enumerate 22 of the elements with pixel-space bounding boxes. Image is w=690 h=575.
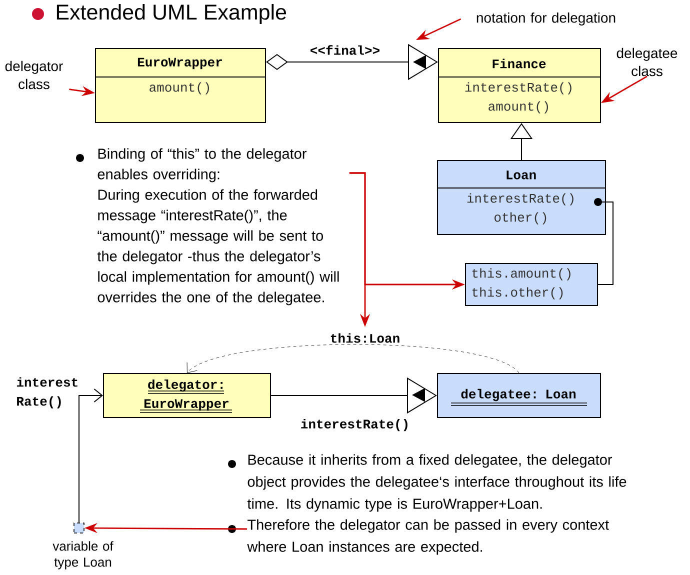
class-box: Finance interestRate() amount(): [438, 48, 601, 123]
annotation: delegator class: [5, 60, 63, 90]
edge-label: interestRate(): [299, 418, 411, 432]
variable-box: [74, 522, 84, 534]
annotation: notation for delegation: [476, 12, 616, 26]
edge-label: interest Rate(): [16, 377, 78, 408]
code-box: this.amount() this.other(): [465, 263, 598, 306]
arrow: [78, 388, 103, 524]
annotation: delegatee class: [616, 48, 678, 76]
connector-line: [594, 198, 614, 285]
title: Extended UML Example: [56, 4, 286, 24]
bullet-text: Therefore the delegator can be passed in every context where Loan instances are expected.: [247, 519, 609, 555]
class-box: Loan interestRate() other(): [436, 160, 606, 235]
object-box: delegatee: Loan: [437, 373, 601, 418]
dashed-arrow: [186, 344, 520, 374]
edge-label: <<final>>: [308, 44, 382, 56]
bullet-text: Because it inherits from a fixed delegatee, the delegator object provides the delegatee‘s interface throughout its life time. Its dynamic type is EuroWrapper+Loan.: [247, 454, 626, 512]
box-caption: variable of type Loan: [52, 541, 114, 570]
bullet-text: Binding of “this” to the delegator enables overriding: During execution of the forwarded message “interestRate()”, the “amount()” message will be sent to the delegator -thus the delegator’s local implementation for amount() will overrides the one of the delegatee.: [97, 148, 339, 306]
edge-label: this:Loan: [328, 332, 402, 344]
class-box: EuroWrapper amount(): [94, 48, 266, 123]
object-box: delegator: EuroWrapper: [103, 373, 271, 418]
